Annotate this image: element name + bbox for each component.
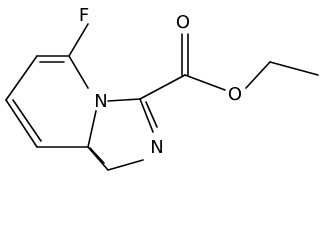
bond-c3-carbonyl <box>139 74 186 100</box>
atom-imidazole-nitrogen: N <box>150 137 163 158</box>
atom-fluorine: F <box>79 5 89 26</box>
bond-c7-c8-double <box>12 99 42 142</box>
bond-n4-c3 <box>107 98 141 102</box>
bond-c6-c7 <box>5 55 38 101</box>
bond-c1-c8a-double <box>89 147 105 164</box>
bond-c7-c8 <box>5 99 38 148</box>
molecule-diagram: F N N O O <box>5 5 319 171</box>
atom-ester-oxygen: O <box>228 84 242 105</box>
bond-c3-n2-double <box>145 101 158 128</box>
bond-c1-c8a <box>87 146 109 171</box>
bond-ester-o-ch2 <box>245 61 271 89</box>
structure-canvas: F N N O O <box>5 5 319 171</box>
bond-n4-c5 <box>68 55 89 89</box>
bond-carbonyl-ester-o <box>184 74 226 91</box>
bond-n2-c1 <box>107 159 144 171</box>
bond-c3-n2 <box>139 98 154 133</box>
bond-c8a-n4 <box>87 110 97 148</box>
atom-carbonyl-oxygen: O <box>176 12 190 33</box>
bond-c5-f <box>68 23 89 57</box>
bond-ch2-ch3 <box>269 61 319 76</box>
atom-ring-nitrogen: N <box>94 91 107 112</box>
